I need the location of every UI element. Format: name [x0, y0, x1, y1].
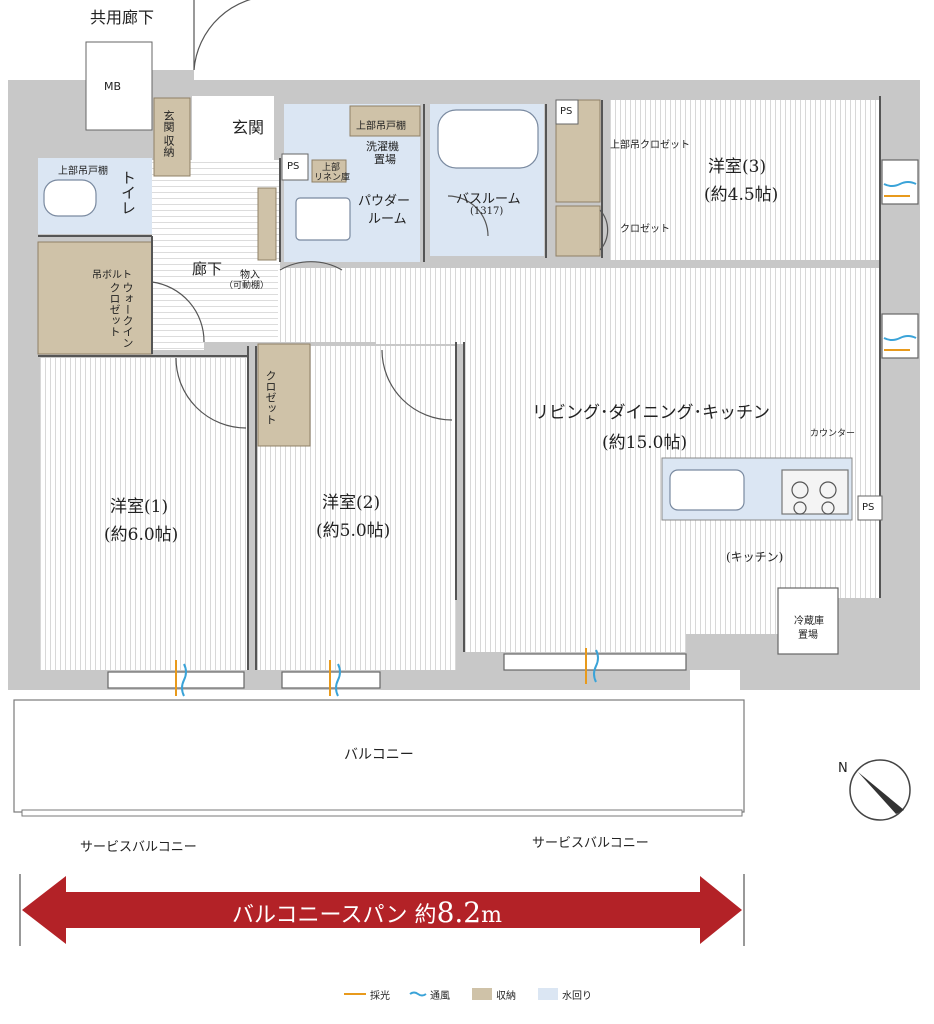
mb-box [85, 41, 153, 131]
linen-storage [311, 159, 347, 183]
fridge-space [777, 587, 839, 655]
kitchen-sink [669, 469, 745, 511]
room-3-floor [610, 100, 880, 260]
daylight-arrow-icon [175, 195, 910, 696]
room-floors [13, 96, 880, 817]
compass: N [838, 759, 911, 821]
legend [344, 988, 558, 1000]
room2-closet [257, 343, 311, 447]
sink-basin [295, 197, 351, 241]
airflow-marks [175, 181, 917, 697]
room-1-floor [40, 358, 248, 670]
hallway-floor [152, 160, 280, 350]
span-banner [19, 874, 745, 946]
compass-n-label: N [838, 761, 848, 776]
ventilation-icon [181, 181, 917, 697]
room3-closet [555, 205, 601, 257]
bathtub [437, 109, 539, 169]
ldk-floor [278, 268, 880, 652]
entrance-floor [192, 96, 274, 160]
balcony-floor [13, 699, 745, 813]
laundry-upper-cabinet [349, 105, 421, 137]
genkan-storage [153, 97, 191, 177]
stove [781, 469, 849, 515]
hall-storage [257, 187, 277, 261]
fixtures [43, 109, 849, 655]
walk-in-closet [37, 241, 153, 355]
toilet-bowl [43, 179, 97, 217]
doors [151, 0, 609, 429]
ps-boxes [281, 99, 883, 521]
